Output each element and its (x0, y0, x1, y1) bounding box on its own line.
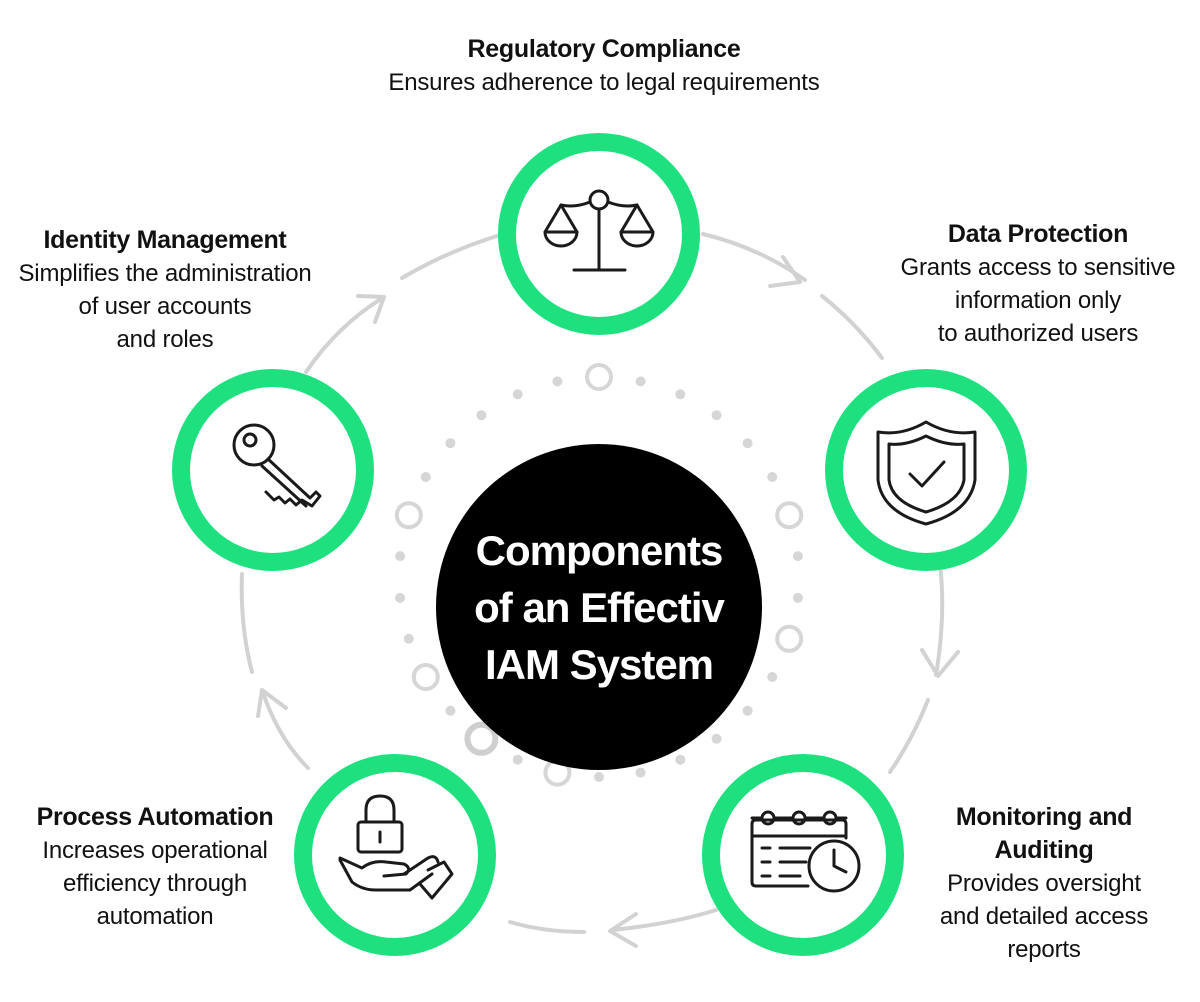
ring-dot (767, 672, 778, 682)
ring-arc-identity-dash (239, 572, 254, 674)
node-title: Regulatory Compliance (467, 35, 741, 63)
ring-arc-monitoring-dash (888, 698, 930, 774)
ring-dot (464, 721, 499, 756)
ring-dot (476, 410, 487, 421)
ring-dot (675, 754, 686, 765)
ring-dot (512, 389, 523, 400)
ring-arrow-compliance-to-protection (768, 255, 802, 288)
node-description: Ensures adherence to legal requirements (388, 69, 820, 96)
node-circle-identity-management (172, 369, 374, 571)
ring-arc-identity-to-compliance (304, 295, 386, 374)
ring-arc-automation-dash (508, 920, 586, 934)
node-circle-data-protection (825, 369, 1027, 571)
ring-arc-automation-to-identity (260, 688, 310, 770)
ring-dot (711, 733, 722, 744)
hand-lock-icon (338, 794, 454, 900)
ring-dot (585, 363, 613, 391)
node-label-process-automation: Process Automation Increases operational… (10, 801, 300, 933)
ring-dot (775, 501, 804, 530)
ring-dot (445, 705, 456, 716)
ring-arc-compliance-to-protection (701, 232, 807, 282)
ring-arrow-protection-to-monitoring (920, 648, 960, 678)
ring-dot (394, 501, 423, 530)
calendar-clock-icon (750, 810, 861, 893)
ring-dot (742, 705, 753, 716)
node-label-data-protection: Data Protection Grants access to sensiti… (880, 218, 1196, 350)
ring-dot (792, 592, 803, 603)
ring-dot (792, 551, 803, 562)
dotted-inner-ring (394, 363, 804, 787)
node-description: Simplifies the administration of user ac… (18, 260, 312, 353)
node-title: Data Protection (947, 220, 1129, 248)
scales-icon (543, 189, 655, 272)
ring-dot (403, 633, 414, 644)
ring-dot (635, 767, 646, 778)
ring-dot (411, 663, 440, 691)
ring-dot (675, 389, 686, 400)
node-description: Increases operational efficiency through… (42, 837, 268, 930)
ring-arc-monitoring-to-automation (610, 908, 718, 932)
ring-dot (395, 551, 406, 562)
ring-arrow-identity-to-compliance (356, 294, 386, 324)
node-circles (172, 133, 1027, 956)
ring-dot (594, 772, 604, 782)
node-description: Grants access to sensitive information o… (900, 254, 1176, 347)
node-label-regulatory-compliance: Regulatory Compliance Ensures adherence … (354, 33, 854, 99)
node-title: Identity Management (43, 226, 287, 254)
ring-dot (635, 376, 646, 387)
node-title: Monitoring and Auditing (955, 803, 1133, 864)
ring-arc-protection-to-monitoring (934, 563, 945, 677)
ring-dot (742, 438, 753, 449)
ring-arrow-monitoring-to-automation (608, 912, 638, 948)
ring-dot (395, 592, 406, 603)
ring-dot (552, 376, 563, 387)
node-description: Provides oversight and detailed access r… (939, 870, 1149, 963)
ring-arc-protection-dash (820, 294, 884, 360)
ring-arc-compliance-dash (400, 234, 499, 280)
shield-check-icon (876, 420, 977, 526)
ring-dot (420, 472, 431, 482)
ring-arrow-automation-to-identity (256, 688, 288, 718)
center-title: Components of an Effectiv IAM System (474, 526, 725, 688)
center-circle (436, 444, 762, 770)
node-title: Process Automation (36, 803, 274, 831)
key-icon (232, 423, 322, 508)
node-circle-monitoring-auditing (702, 754, 904, 956)
ring-dot (445, 438, 456, 449)
node-circle-process-automation (294, 754, 496, 956)
node-label-monitoring-auditing: Monitoring and Auditing Provides oversig… (906, 801, 1182, 966)
ring-dot (775, 624, 804, 653)
ring-dot (767, 472, 778, 482)
cycle-ring (239, 232, 960, 948)
node-label-identity-management: Identity Management Simplifies the admin… (6, 224, 324, 356)
ring-dot (711, 410, 722, 421)
ring-dot (512, 754, 523, 765)
